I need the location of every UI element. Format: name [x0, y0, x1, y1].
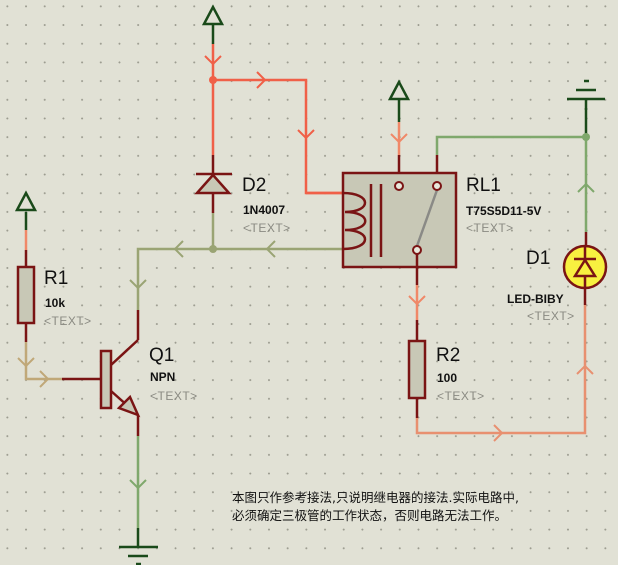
d2-value-label: 1N4007	[243, 203, 286, 217]
junction-dot	[582, 133, 590, 141]
r1-text-label: <TEXT>	[44, 314, 92, 328]
note-line-2: 必须确定三极管的工作状态，否则电路无法工作。	[232, 508, 508, 523]
current-arrows-mid	[129, 240, 276, 290]
relay-rl1[interactable]	[341, 171, 458, 269]
power-terminal-top[interactable]	[201, 4, 225, 44]
q1-text-label: <TEXT>	[150, 389, 198, 403]
d1-ref-label: D1	[526, 248, 551, 269]
wire-vcc-relay	[390, 100, 408, 183]
wire-q1	[129, 310, 147, 547]
rl1-ref-label: RL1	[466, 175, 501, 196]
q1-ref-label: Q1	[149, 345, 175, 366]
wire-relay-to-led	[435, 108, 595, 245]
r2-value-label: 100	[437, 371, 458, 385]
relay-coil	[342, 184, 383, 257]
rl1-text-label: <TEXT>	[466, 221, 514, 235]
wire-d2-to-collector	[136, 213, 343, 310]
wire-r2-to-led	[415, 289, 594, 442]
wire-r1	[17, 212, 101, 388]
current-arrows-top	[204, 55, 315, 140]
q1-value-label: NPN	[150, 370, 176, 384]
d1-text-label: <TEXT>	[527, 309, 575, 323]
resistor-r1[interactable]	[16, 265, 36, 325]
junction-dot	[209, 245, 217, 253]
transistor-q1[interactable]	[99, 339, 141, 418]
relay-contacts	[394, 181, 442, 255]
r2-ref-label: R2	[436, 345, 461, 366]
d2-ref-label: D2	[242, 175, 267, 196]
power-terminal-relay[interactable]	[387, 79, 411, 101]
r1-value-label: 10k	[45, 296, 66, 310]
r1-ref-label: R1	[44, 268, 69, 289]
wire-relay-common-to-r2	[408, 253, 426, 341]
wire-vcc-top	[211, 44, 343, 195]
power-terminal-r1[interactable]	[14, 190, 38, 212]
d1-value-label: LED-BIBY	[507, 292, 564, 306]
led-d1[interactable]	[562, 244, 608, 290]
ground-terminal-top-right[interactable]	[567, 79, 605, 110]
note-line-1: 本图只作参考接法,只说明继电器的接法.实际电路中,	[232, 490, 519, 505]
junction-dot	[209, 76, 217, 84]
r2-text-label: <TEXT>	[437, 389, 485, 403]
rl1-value-label: T75S5D11-5V	[466, 204, 542, 218]
d2-text-label: <TEXT>	[243, 221, 291, 235]
diode-d2[interactable]	[194, 155, 232, 213]
resistor-r2[interactable]	[407, 339, 427, 400]
ground-terminal-bottom[interactable]	[119, 545, 158, 565]
